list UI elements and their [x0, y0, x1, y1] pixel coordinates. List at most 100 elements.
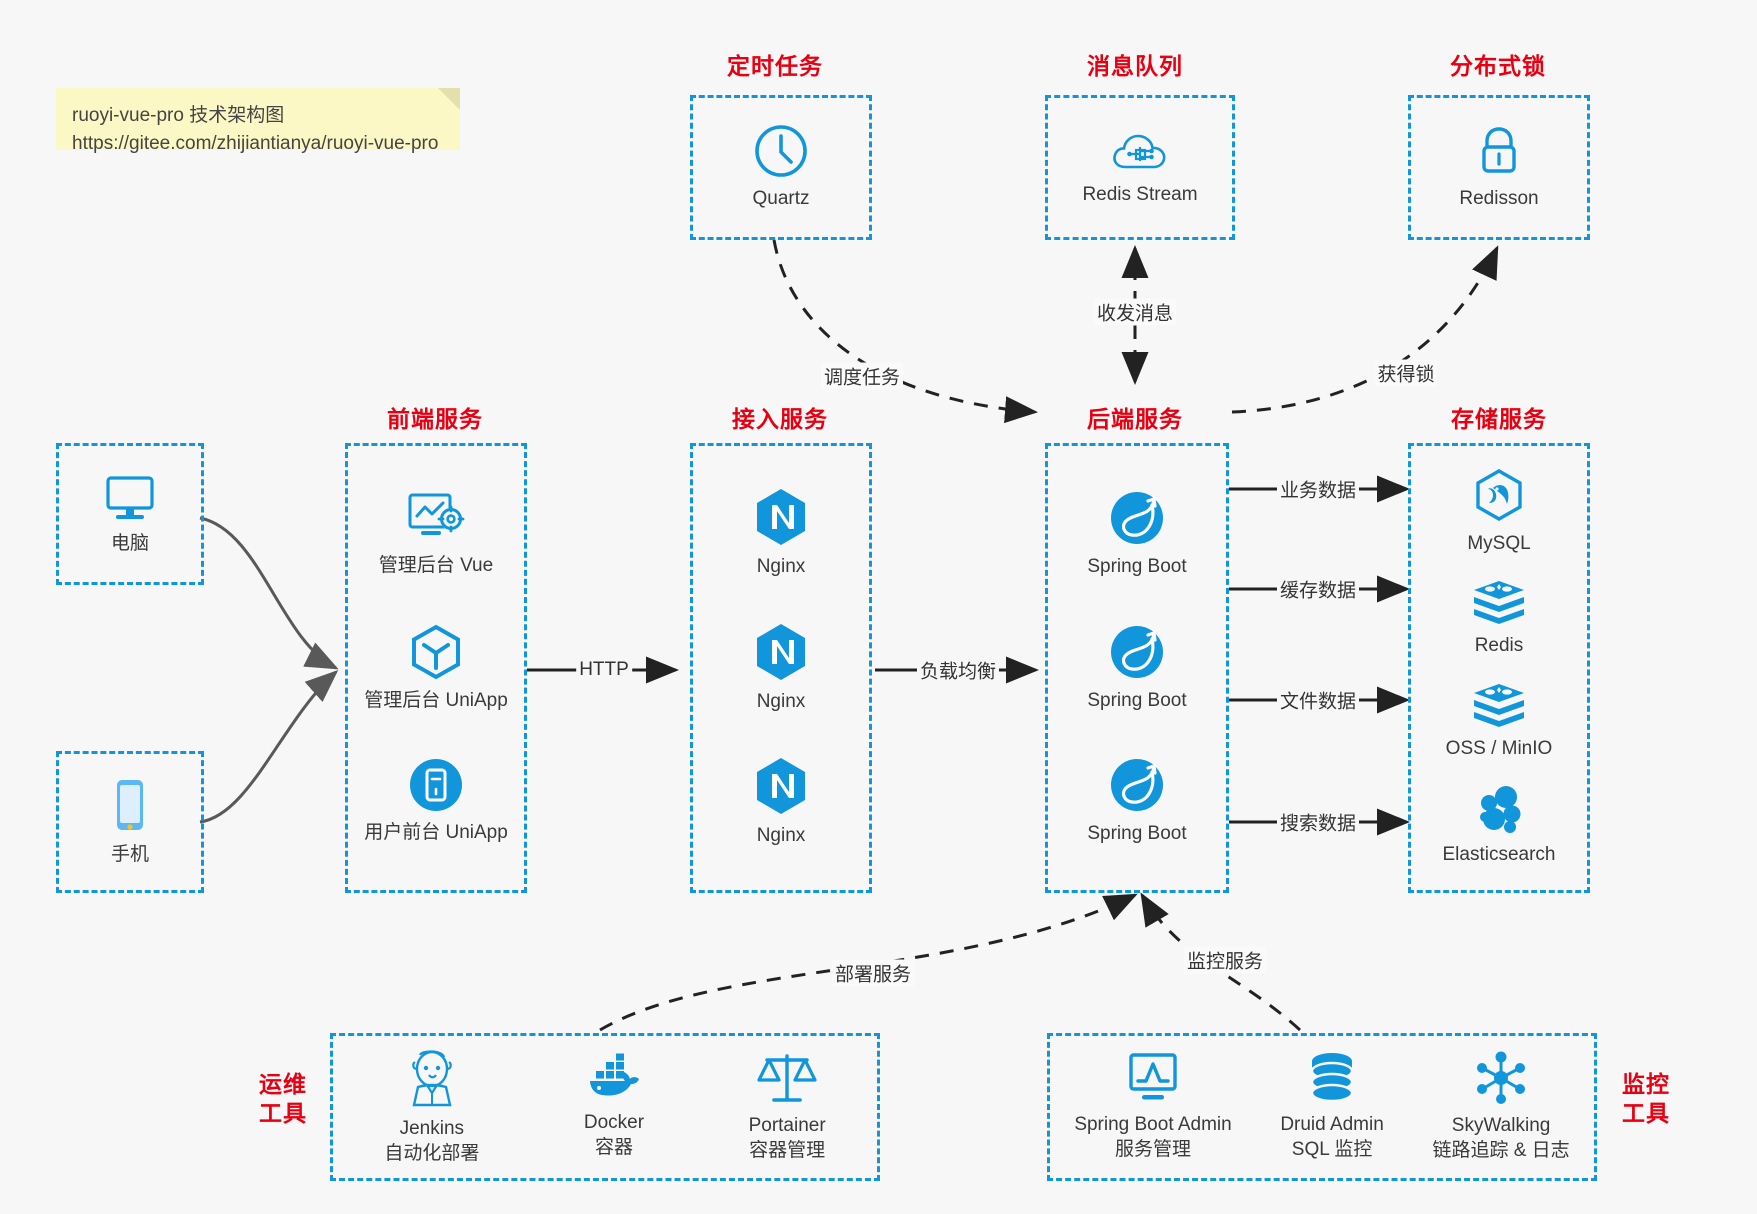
mobile-icon [117, 779, 143, 830]
node-admin-uniapp[interactable]: 管理后台 UniApp [364, 623, 508, 714]
group-box-distributed-lock[interactable]: Redisson [1408, 95, 1590, 240]
node-redis[interactable]: Redis [1471, 578, 1527, 659]
node-label-user-uniapp: 用户前台 UniApp [364, 822, 508, 844]
skywalking-icon [1477, 1051, 1526, 1105]
clock-icon [755, 125, 807, 177]
note-title: ruoyi-vue-pro 技术架构图 [72, 105, 285, 126]
edge-label-monitor-service: 监控服务 [1183, 946, 1267, 974]
group-title-distributed-lock: 分布式锁 [1450, 53, 1546, 79]
node-redisson[interactable]: Redisson [1459, 123, 1539, 212]
node-label-spring-boot-admin: Spring Boot Admin [1074, 1114, 1232, 1136]
node-spring-boot-2[interactable]: Spring Boot [1087, 623, 1187, 714]
group-box-monitor[interactable]: Spring Boot Admin 服务管理 Druid Admin SQL 监… [1047, 1033, 1597, 1181]
group-title-monitor-line1: 监控 [1622, 1071, 1670, 1097]
group-title-frontend: 前端服务 [387, 406, 483, 432]
database-icon [1310, 1053, 1354, 1103]
node-portainer[interactable]: Portainer 容器管理 [749, 1050, 826, 1163]
edge-label-send-receive-message: 收发消息 [1093, 298, 1177, 326]
node-desktop[interactable]: 电脑 [102, 472, 158, 557]
group-box-client-desktop[interactable]: 电脑 [56, 443, 204, 585]
node-docker[interactable]: Docker 容器 [582, 1053, 646, 1160]
edge-label-search-data: 搜索数据 [1276, 808, 1360, 836]
group-box-backend[interactable]: Spring Boot Spring Boot Spring Boot [1045, 443, 1229, 893]
cube-icon [411, 624, 460, 679]
spring-icon [1110, 491, 1163, 544]
node-nginx-1[interactable]: Nginx [753, 487, 809, 580]
dashboard-gear-icon [408, 493, 465, 535]
note-fold-corner [438, 88, 460, 110]
spring-icon [1110, 625, 1163, 678]
node-admin-vue[interactable]: 管理后台 Vue [379, 490, 493, 579]
edge-label-schedule-task: 调度任务 [820, 362, 904, 390]
group-box-devops[interactable]: Jenkins 自动化部署 Docker 容器 [330, 1033, 880, 1181]
nginx-icon [757, 489, 805, 546]
node-user-uniapp[interactable]: 用户前台 UniApp [364, 757, 508, 846]
redis-icon [1474, 581, 1524, 625]
nginx-icon [757, 623, 805, 680]
node-label-elasticsearch: Elasticsearch [1442, 844, 1556, 866]
node-elasticsearch[interactable]: Elasticsearch [1443, 783, 1556, 868]
group-title-backend: 后端服务 [1087, 406, 1183, 432]
edge-label-acquire-lock: 获得锁 [1374, 359, 1438, 387]
node-label-redis: Redis [1474, 635, 1524, 657]
node-jenkins[interactable]: Jenkins 自动化部署 [384, 1047, 479, 1166]
node-skywalking[interactable]: SkyWalking 链路追踪 & 日志 [1432, 1050, 1570, 1163]
node-label-docker: Docker [583, 1112, 645, 1134]
oss-icon [1473, 683, 1524, 727]
node-label-admin-uniapp: 管理后台 UniApp [364, 689, 508, 711]
node-druid-admin[interactable]: Druid Admin SQL 监控 [1280, 1051, 1384, 1162]
node-sublabel-skywalking: 链路追踪 & 日志 [1432, 1140, 1570, 1161]
edge-label-deploy-service: 部署服务 [831, 959, 915, 987]
group-box-frontend[interactable]: 管理后台 Vue 管理后台 UniApp 用户前台 UniApp [345, 443, 527, 893]
app-circle-icon [409, 759, 462, 812]
node-spring-boot-3[interactable]: Spring Boot [1087, 756, 1187, 847]
edge-label-cache-data: 缓存数据 [1276, 575, 1360, 603]
node-sublabel-jenkins: 自动化部署 [384, 1143, 480, 1164]
edge-mobile-to-frontend [199, 670, 339, 824]
node-sublabel-docker: 容器 [594, 1137, 633, 1158]
monitor-chart-icon [1129, 1053, 1177, 1100]
group-title-monitor: 监控 工具 [1613, 1070, 1679, 1128]
node-nginx-3[interactable]: Nginx [753, 756, 809, 849]
node-label-jenkins: Jenkins [399, 1118, 465, 1140]
node-mysql[interactable]: MySQL [1467, 468, 1531, 557]
mysql-icon [1476, 468, 1522, 521]
node-label-nginx-2: Nginx [756, 690, 806, 712]
node-oss-minio[interactable]: OSS / MinIO [1445, 681, 1553, 762]
node-sublabel-portainer: 容器管理 [749, 1140, 826, 1161]
elasticsearch-icon [1480, 786, 1521, 834]
lock-icon [1482, 127, 1516, 173]
node-spring-boot-1[interactable]: Spring Boot [1087, 489, 1187, 580]
edge-schedule-task [772, 239, 1038, 424]
node-label-admin-vue: 管理后台 Vue [378, 554, 494, 576]
node-nginx-2[interactable]: Nginx [753, 622, 809, 715]
group-box-scheduled-task[interactable]: Quartz [690, 95, 872, 240]
node-quartz[interactable]: Quartz [752, 123, 810, 212]
scales-icon [757, 1054, 817, 1103]
node-label-redis-stream: Redis Stream [1082, 184, 1198, 206]
nginx-icon [757, 757, 805, 814]
spring-icon [1110, 759, 1163, 812]
node-label-spring-boot-2: Spring Boot [1087, 689, 1187, 711]
group-box-client-mobile[interactable]: 手机 [56, 751, 204, 893]
node-label-portainer: Portainer [748, 1115, 826, 1137]
node-label-mobile: 手机 [110, 843, 149, 865]
group-title-message-queue: 消息队列 [1087, 53, 1183, 79]
group-title-devops-line1: 运维 [259, 1071, 307, 1097]
docker-icon [589, 1053, 639, 1096]
desktop-icon [106, 476, 154, 519]
node-sublabel-spring-boot-admin: 服务管理 [1114, 1139, 1191, 1160]
node-mobile[interactable]: 手机 [108, 777, 152, 868]
cloud-network-icon [1113, 134, 1166, 169]
group-box-storage[interactable]: MySQL Redis OSS / MinIO [1408, 443, 1590, 893]
group-box-message-queue[interactable]: Redis Stream [1045, 95, 1235, 240]
node-label-nginx-3: Nginx [756, 824, 806, 846]
node-label-oss-minio: OSS / MinIO [1445, 737, 1553, 759]
note-url: https://gitee.com/zhijiantianya/ruoyi-vu… [72, 132, 439, 154]
group-box-gateway[interactable]: Nginx Nginx Nginx [690, 443, 872, 893]
node-spring-boot-admin[interactable]: Spring Boot Admin 服务管理 [1074, 1051, 1232, 1162]
node-sublabel-druid-admin: SQL 监控 [1291, 1139, 1373, 1160]
edge-desktop-to-frontend [199, 516, 339, 670]
node-redis-stream[interactable]: Redis Stream [1082, 127, 1198, 208]
